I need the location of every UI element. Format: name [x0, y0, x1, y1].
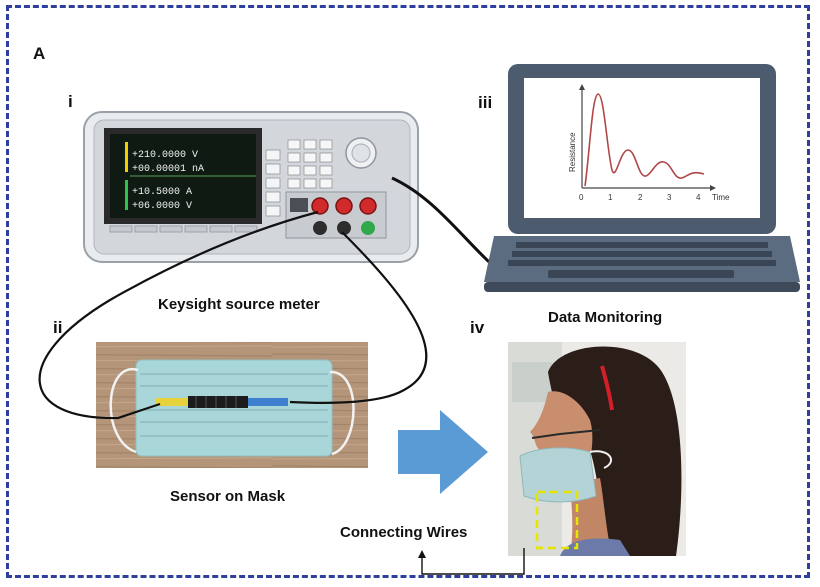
meter-line-2: +00.00001 nA [132, 164, 204, 175]
black-terminal-icon [313, 221, 327, 235]
sensor-yellow-segment [156, 398, 188, 406]
mask-numeral: ii [53, 318, 63, 337]
red-terminal-icon [311, 197, 329, 215]
right-arrow-icon [398, 410, 488, 494]
red-terminal-icon [335, 197, 353, 215]
wires-caption: Connecting Wires [340, 524, 468, 541]
resistance-plot: Resistance Time 0 1 2 3 4 [568, 84, 730, 202]
mask-photo [96, 342, 368, 468]
plot-y-label: Resistance [568, 132, 577, 172]
meter-numeral: i [68, 92, 73, 111]
dashed-border [6, 5, 810, 578]
ear-loop-left [109, 367, 139, 454]
panel-label: A [33, 44, 46, 63]
meter-line-4: +06.0000 V [132, 201, 192, 212]
ear-loop-right [329, 370, 355, 456]
headband [600, 365, 614, 411]
laptop [484, 64, 800, 292]
meter-line-3: +10.5000 A [132, 187, 192, 198]
monitor-numeral: iii [478, 93, 493, 112]
wearer-photo [508, 342, 686, 556]
meter-line-1: +210.0000 V [132, 150, 198, 161]
plot-x-label: Time [712, 193, 730, 202]
wire-right [289, 231, 428, 405]
wire-left [38, 210, 319, 420]
plot-tick-0: 0 [579, 193, 584, 202]
sensor-blue-segment [248, 398, 288, 406]
mask-caption: Sensor on Mask [170, 488, 286, 505]
laptop-screen [524, 78, 760, 218]
sensor-highlight-box [535, 490, 579, 550]
meter-caption: Keysight source meter [158, 296, 320, 313]
plot-tick-2: 2 [638, 193, 643, 202]
wire-pointer-line [421, 548, 525, 575]
red-terminal-icon [359, 197, 377, 215]
source-meter: +210.0000 V +00.00001 nA +10.5000 A +06.… [83, 111, 419, 263]
hair [548, 346, 682, 556]
plot-tick-1: 1 [608, 193, 613, 202]
monitor-caption: Data Monitoring [548, 309, 663, 326]
pointer-arrowhead-icon [418, 550, 426, 558]
green-terminal-icon [361, 221, 375, 235]
black-terminal-icon [337, 221, 351, 235]
worn-mask [519, 447, 597, 503]
plot-tick-3: 3 [667, 193, 672, 202]
wearer-numeral: iv [470, 318, 485, 337]
plot-tick-4: 4 [696, 193, 701, 202]
sensor-black-segment [188, 396, 248, 408]
plot-trace [584, 93, 705, 187]
